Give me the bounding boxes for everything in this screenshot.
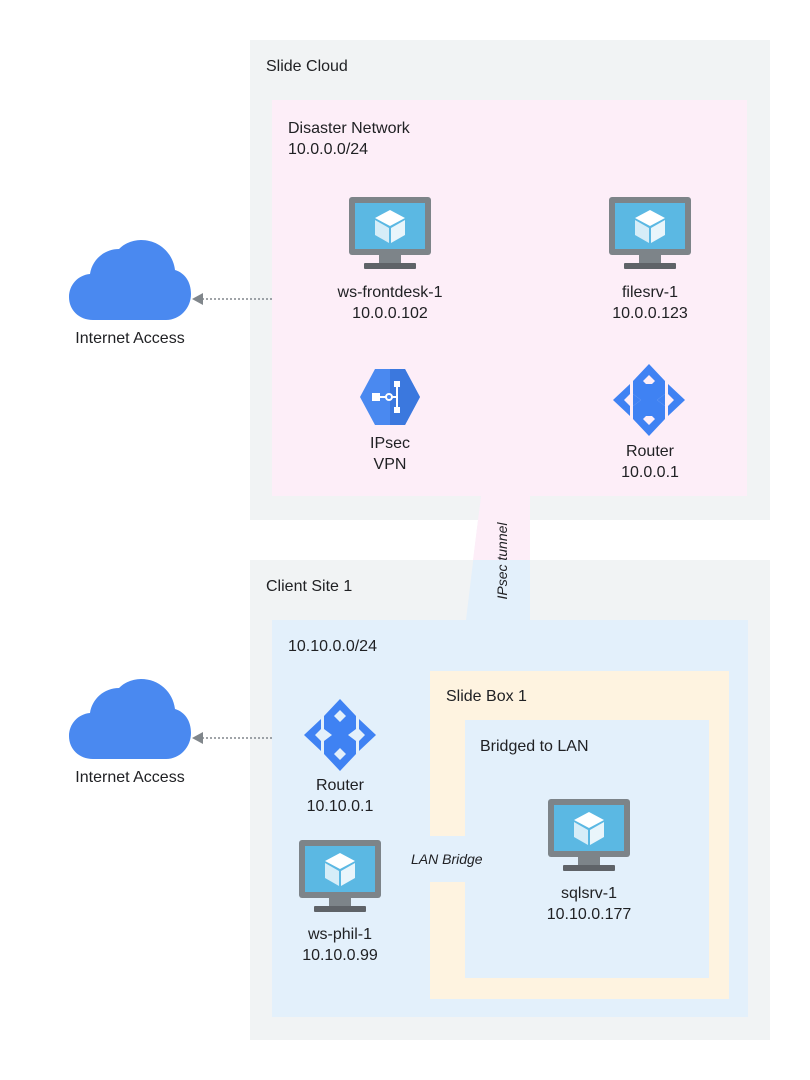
node-ip: 10.0.0.102: [352, 305, 428, 322]
router-arrows-icon: [304, 699, 376, 771]
disaster-network-zone: [272, 100, 747, 496]
router-arrows-icon: [613, 364, 685, 436]
node-ip: VPN: [373, 456, 407, 473]
desktop-monitor-icon: [299, 840, 381, 912]
internet-access-label-bottom: Internet Access: [75, 769, 185, 786]
internet-arrow-top: [192, 293, 272, 305]
node-ip: 10.10.0.1: [306, 798, 374, 815]
lan-bridge-gap: [430, 836, 466, 882]
disaster-network-name: Disaster Network: [288, 120, 410, 137]
node-name: ws-frontdesk-1: [337, 284, 443, 301]
disaster-network-subnet: 10.0.0.0/24: [288, 141, 369, 158]
client-site-label: Client Site 1: [266, 578, 353, 595]
internet-access-label-top: Internet Access: [75, 330, 185, 347]
node-name: Router: [315, 777, 365, 794]
lan-bridge-label: LAN Bridge: [411, 851, 483, 867]
desktop-monitor-icon: [609, 197, 691, 269]
cloud-icon: [69, 240, 191, 320]
cloud-router-node-label: Router 10.0.0.1: [621, 441, 679, 483]
node-ip: 10.10.0.99: [302, 947, 378, 964]
ipsec-tunnel-label: IPsec tunnel: [494, 522, 510, 600]
slide-box-label: Slide Box 1: [446, 688, 527, 705]
bridged-lan-label: Bridged to LAN: [480, 738, 589, 755]
node-ip: 10.10.0.177: [546, 906, 632, 923]
internet-arrow-bottom: [192, 732, 272, 744]
slide-cloud-label: Slide Cloud: [266, 58, 348, 75]
ws-frontdesk-node-label: ws-frontdesk-1 10.0.0.102: [338, 282, 443, 324]
vpn-hexagon-icon: [360, 369, 420, 425]
node-name: Router: [625, 443, 675, 460]
filesrv-node-label: filesrv-1 10.0.0.123: [612, 282, 688, 324]
client-network-subnet: 10.10.0.0/24: [288, 638, 377, 655]
vpn-node-label: IPsec VPN: [370, 433, 410, 475]
node-name: sqlsrv-1: [560, 885, 617, 902]
client-router-node-label: Router 10.10.0.1: [307, 775, 374, 817]
node-name: IPsec: [369, 435, 411, 452]
desktop-monitor-icon: [548, 799, 630, 871]
sqlsrv-node-label: sqlsrv-1 10.10.0.177: [547, 883, 632, 925]
node-name: filesrv-1: [621, 284, 678, 301]
node-ip: 10.0.0.123: [612, 305, 688, 322]
node-name: ws-phil-1: [307, 926, 372, 943]
ws-phil-node-label: ws-phil-1 10.10.0.99: [302, 924, 378, 966]
desktop-monitor-icon: [349, 197, 431, 269]
disaster-network-title: Disaster Network 10.0.0.0/24: [288, 118, 410, 160]
cloud-icon: [69, 679, 191, 759]
node-ip: 10.0.0.1: [621, 464, 679, 481]
